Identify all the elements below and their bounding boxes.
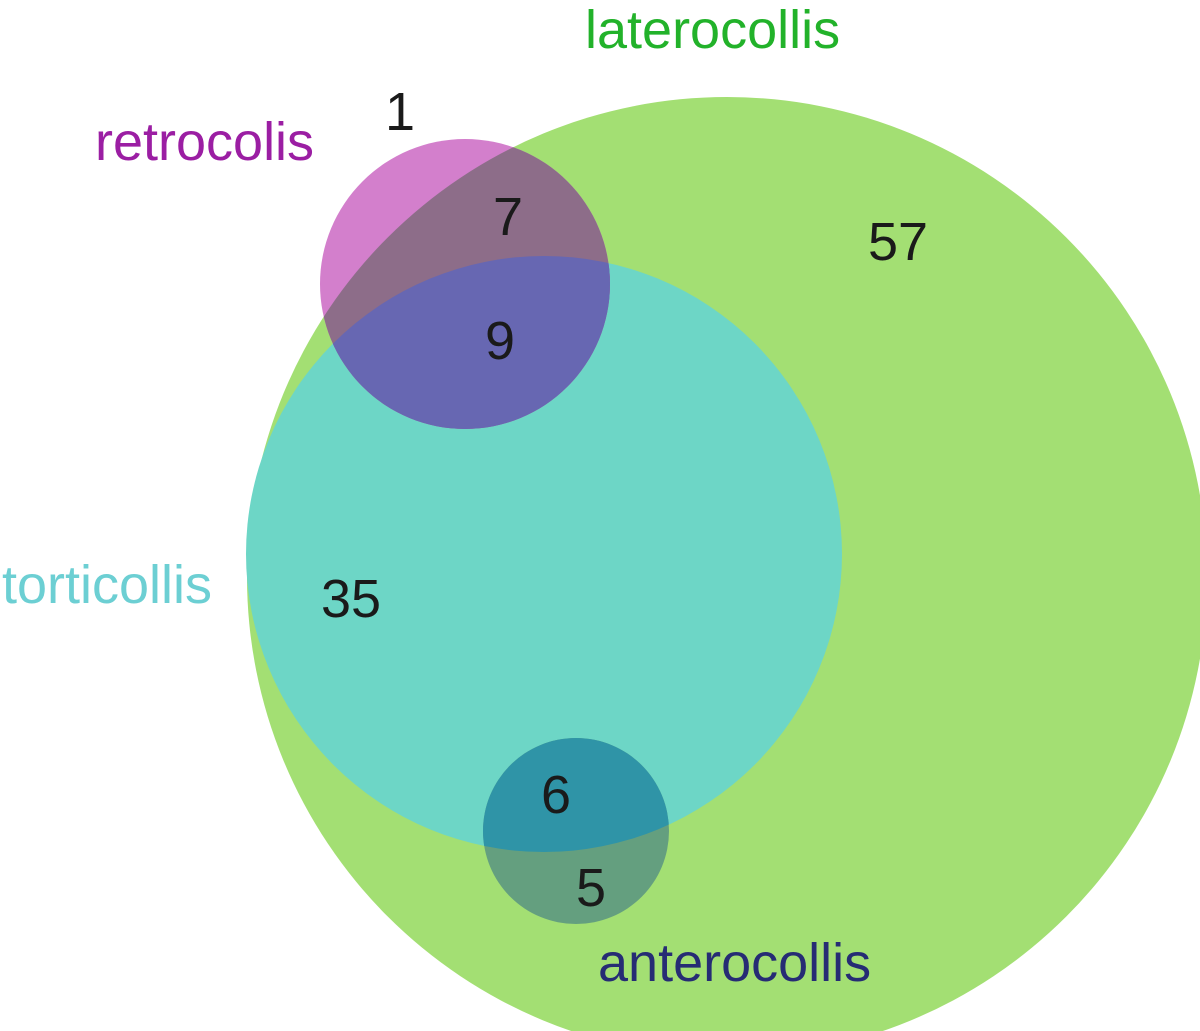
anterocollis-label: anterocollis xyxy=(598,933,871,993)
region-count-retrocolis-only: 1 xyxy=(385,82,415,142)
region-count-torticollis-laterocollis: 35 xyxy=(321,569,381,629)
region-count-anterocollis-laterocollis: 5 xyxy=(576,858,606,918)
retrocolis-laterocollis-torticollis-overlap xyxy=(320,256,610,429)
laterocollis-label: laterocollis xyxy=(585,0,840,60)
region-count-anterocollis-torticollis-laterocollis: 6 xyxy=(541,765,571,825)
region-count-retrocolis-laterocollis: 7 xyxy=(493,187,523,247)
region-count-retrocolis-laterocollis-torticollis: 9 xyxy=(485,311,515,371)
region-count-laterocollis-only: 57 xyxy=(868,212,928,272)
torticollis-label: torticollis xyxy=(2,555,212,615)
retrocolis-label: retrocolis xyxy=(95,112,314,172)
